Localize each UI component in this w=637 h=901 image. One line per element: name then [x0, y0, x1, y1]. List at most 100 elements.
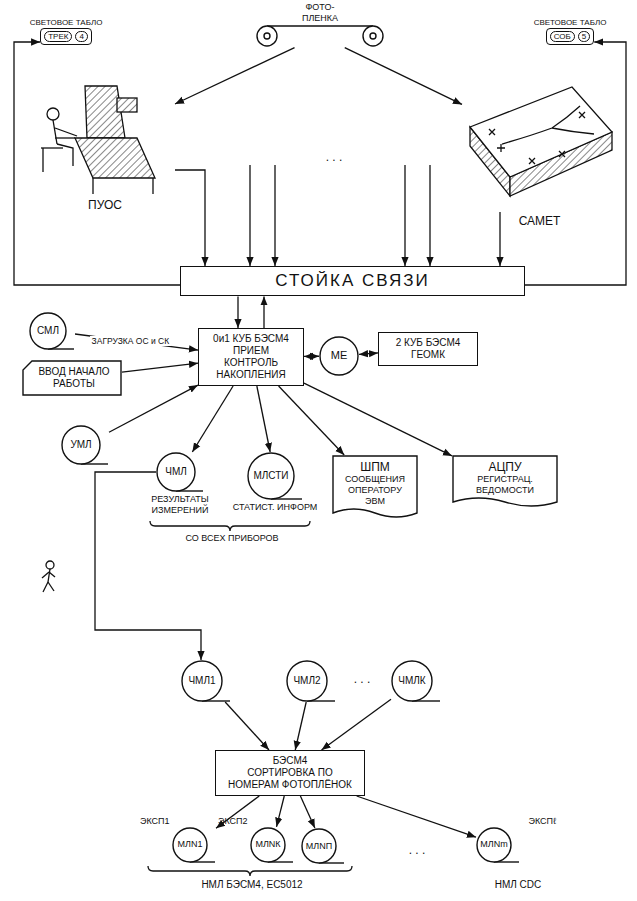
tape-reel: МЛСТИ СТАТИСТ. ИНФОРМ	[232, 452, 318, 513]
process-box: 0и1 КУБ БЭСМ4ПРИЕМ КОНТРОЛЬ НАКОПЛЕНИЯ	[198, 328, 304, 386]
connector	[122, 363, 198, 372]
board-lamp: 4	[75, 31, 87, 43]
connector	[225, 702, 269, 750]
node-heading: ЭКСП2	[218, 816, 294, 827]
shape-tape: ЧМЛ2	[286, 660, 336, 702]
tape-reel: СМЛ	[28, 312, 76, 350]
connector	[304, 356, 319, 357]
punch-card: ВВОД НАЧАЛО РАБОТЫ	[22, 360, 122, 396]
connector	[175, 170, 205, 266]
node-text: ЧМЛ1	[188, 675, 215, 687]
outline	[255, 24, 385, 48]
shape-circle: МЕ	[319, 336, 359, 376]
node-heading: СВЕТОВОЕ ТАБЛО	[518, 18, 622, 28]
node-caption: СТАТИСТ. ИНФОРМ	[232, 502, 318, 513]
tape-reel: ЧМЛ1	[180, 660, 232, 702]
connector	[237, 296, 238, 328]
node-caption: РЕЗУЛЬТАТЫ ИЗМЕРЕНИЙ	[140, 494, 220, 516]
shape-doc: ШПМСООБЩЕНИЯ ОПЕРАТОРУ ЭВМ	[332, 455, 418, 520]
printout-document: ШПМСООБЩЕНИЯ ОПЕРАТОРУ ЭВМ	[332, 455, 418, 520]
shape-tape: МЛСТИ	[247, 452, 303, 500]
board-lamp: 5	[578, 31, 590, 43]
process-box: 2 КУБ БЭСМ4 ГЕОМК	[378, 332, 478, 366]
connector	[175, 48, 295, 104]
board-lamp: ТРЕК	[44, 31, 72, 43]
process-box: БЭСМ4СОРТИРОВКА ПО НОМЕРАМ ФОТОПЛЁНОК	[215, 750, 365, 796]
connector	[279, 386, 345, 455]
node-text: МЛNП	[306, 841, 332, 852]
connector	[109, 385, 198, 432]
group-label: СО ВСЕХ ПРИБОРОВ	[160, 533, 304, 544]
connector	[263, 296, 264, 328]
connector	[75, 334, 198, 350]
shape-rect: 2 КУБ БЭСМ4 ГЕОМК	[378, 332, 478, 366]
tape-reel: ЧМЛ2	[285, 660, 337, 702]
connector	[525, 42, 626, 285]
connector	[192, 386, 233, 452]
node-text: ЧМЛ2	[293, 675, 320, 687]
connector	[499, 212, 500, 266]
shape-board: ТРЕК4	[40, 28, 92, 46]
node-text: МЛNm	[480, 839, 507, 850]
node-heading: ЭКСПℓ	[476, 816, 556, 827]
node-text: РЕГИСТРАЦ. ВЕДОМОСТИ	[458, 474, 552, 496]
shape-rect: 0и1 КУБ БЭСМ4ПРИЕМ КОНТРОЛЬ НАКОПЛЕНИЯ	[198, 328, 304, 386]
connector	[295, 702, 306, 750]
group-label: НМЛ БЭСМ4, ЕС5012	[150, 879, 354, 891]
ellipsis-mark: . . .	[395, 843, 439, 857]
shape-tape: ЧМЛ1	[181, 660, 231, 702]
node-text: БЭСМ4	[222, 755, 358, 767]
tape-reel: УМЛ	[60, 425, 110, 465]
brace	[150, 521, 310, 531]
tape-reel: ЭКСПℓМЛNm	[476, 816, 556, 863]
measuring-device: ПУОС	[35, 78, 175, 212]
light-board: СВЕТОВОЕ ТАБЛОСОБ5	[518, 18, 622, 45]
tape-reel: ЭКСП2МЛNК	[218, 816, 294, 863]
connector	[359, 353, 378, 354]
connector	[14, 42, 180, 285]
group-label: НМЛ CDC	[468, 879, 568, 891]
node-text: СОРТИРОВКА ПО НОМЕРАМ ФОТОПЛЁНОК	[222, 767, 358, 791]
shape-tape: ЧМЛК	[391, 660, 441, 702]
ellipsis-mark: . . .	[312, 150, 356, 164]
measuring-device: САМЕТ	[462, 72, 617, 228]
node-text: АЦПУ	[458, 460, 552, 474]
connector	[277, 796, 285, 827]
shape-tape: МЛNm	[476, 827, 520, 863]
shape-reels	[255, 24, 385, 48]
person-icon	[42, 561, 55, 592]
shape-blank	[462, 72, 617, 212]
shape-board: СОБ5	[546, 28, 595, 46]
ellipsis-mark: . . .	[340, 672, 384, 686]
tape-reel: ЭКСП1МЛN1	[140, 816, 216, 863]
shape-tape: МЛNК	[250, 827, 294, 863]
feed-arrows	[250, 165, 430, 266]
node-text: СООБЩЕНИЯ ОПЕРАТОРУ ЭВМ	[338, 474, 412, 506]
node-heading: СВЕТОВОЕ ТАБЛО	[14, 18, 118, 28]
shape-tape: МЛNП	[301, 828, 345, 864]
memory-circle: МЕ	[318, 336, 360, 376]
node-text: СТОЙКА СВЯЗИ	[187, 271, 518, 291]
connector	[357, 796, 476, 837]
brace	[148, 866, 352, 876]
node-text: ВВОД НАЧАЛО РАБОТЫ	[34, 366, 114, 390]
shape-tape: УМЛ	[61, 425, 109, 465]
node-text: МЛNК	[255, 839, 280, 850]
connector	[322, 699, 392, 750]
shape-rect: БЭСМ4СОРТИРОВКА ПО НОМЕРАМ ФОТОПЛЁНОК	[215, 750, 365, 796]
connector	[257, 386, 270, 452]
process-box: СТОЙКА СВЯЗИ	[180, 266, 525, 296]
shape-rect: СТОЙКА СВЯЗИ	[180, 266, 525, 296]
node-text: ЧМЛ	[165, 466, 187, 478]
node-text: ЧМЛК	[398, 675, 425, 687]
tape-reel: МЛNП	[300, 828, 346, 864]
shape-card: ВВОД НАЧАЛО РАБОТЫ	[22, 360, 122, 396]
node-text: ШПМ	[338, 460, 412, 474]
node-text: УМЛ	[70, 439, 91, 451]
shape-blank	[35, 78, 175, 196]
node-heading: ЭКСП1	[140, 816, 216, 827]
board-lamp: СОБ	[550, 31, 575, 43]
shape-tape: СМЛ	[29, 312, 75, 350]
connector	[345, 48, 462, 105]
